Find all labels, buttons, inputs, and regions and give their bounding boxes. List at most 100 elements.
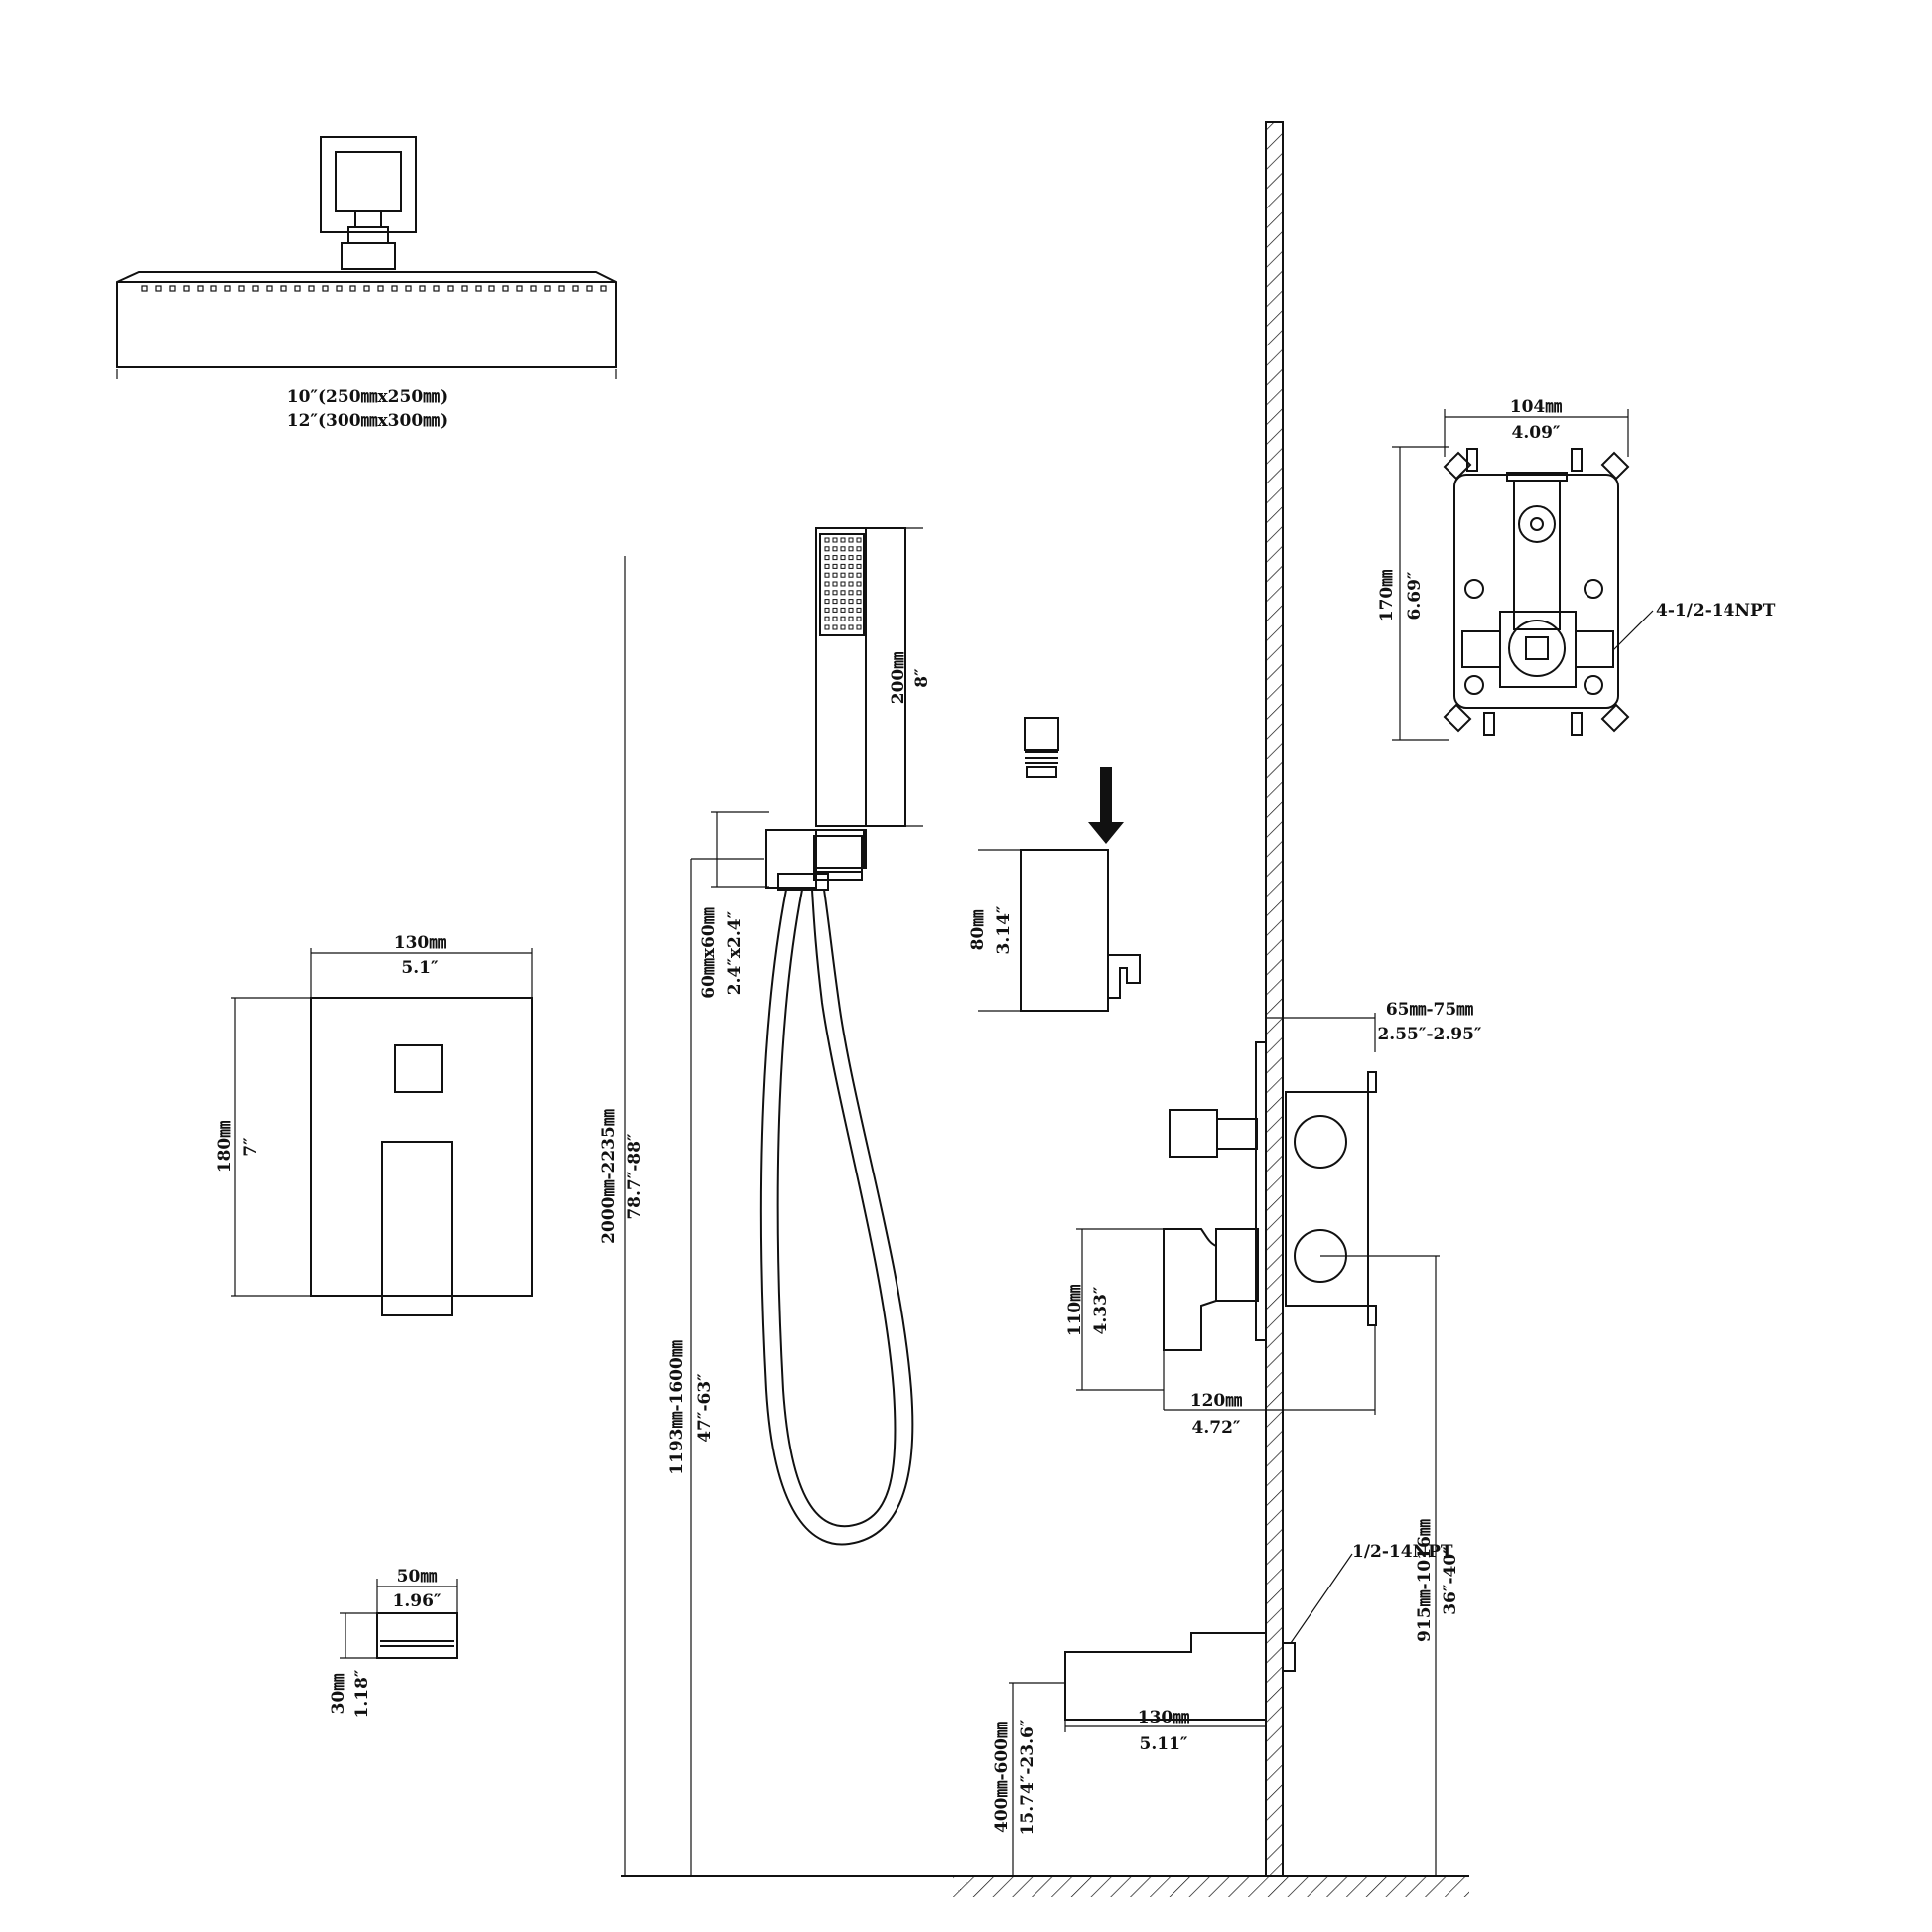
nozzle-mark bbox=[391, 285, 398, 292]
arrow-down-icon bbox=[1088, 767, 1124, 844]
spray-hole bbox=[856, 546, 862, 552]
spout-face-height-in-label: 1.18″ bbox=[352, 1669, 372, 1718]
spout-length-mm-label: 130㎜ bbox=[1138, 1708, 1190, 1727]
wall-depth-mm-label: 65㎜-75㎜ bbox=[1386, 1000, 1473, 1020]
valve-height-in-label: 36″-40″ bbox=[1441, 1546, 1460, 1615]
dimension-valve-height: 915㎜-1016㎜ 36″-40″ bbox=[1320, 1255, 1460, 1876]
nozzle-mark bbox=[405, 285, 412, 292]
nozzle-mark bbox=[141, 285, 148, 292]
nozzle-mark bbox=[544, 285, 551, 292]
shower-head-nozzles bbox=[141, 285, 607, 292]
spray-hole bbox=[840, 599, 846, 605]
spray-hole bbox=[856, 599, 862, 605]
spray-hole bbox=[856, 607, 862, 613]
nozzle-mark bbox=[322, 285, 329, 292]
spray-hole bbox=[832, 624, 838, 630]
handle-height-mm-label: 110㎜ bbox=[1065, 1285, 1085, 1337]
spray-hole bbox=[824, 599, 830, 605]
spray-hole bbox=[856, 572, 862, 578]
plate-width-mm-label: 130㎜ bbox=[394, 933, 447, 953]
valve-height-mm-label: 915㎜-1016㎜ bbox=[1415, 1519, 1435, 1642]
spray-hole bbox=[840, 546, 846, 552]
wall-section bbox=[1265, 121, 1284, 1877]
spray-hole bbox=[848, 572, 854, 578]
nozzle-mark bbox=[558, 285, 565, 292]
spray-hole bbox=[840, 616, 846, 621]
spray-hole bbox=[840, 590, 846, 596]
spray-hole bbox=[832, 563, 838, 569]
spray-hole bbox=[832, 555, 838, 561]
spray-hole bbox=[824, 537, 830, 543]
spray-hole bbox=[840, 581, 846, 587]
dimension-total-height: 2000㎜-2235㎜ 78.7″-88″ bbox=[599, 556, 645, 1876]
valve-rough-in-box bbox=[1443, 448, 1630, 736]
dimension-hand-mount-height: 1193㎜-1600㎜ 47″-63″ bbox=[667, 858, 764, 1876]
nozzle-mark bbox=[572, 285, 579, 292]
spout-face-width-mm-label: 50㎜ bbox=[397, 1567, 438, 1587]
nozzle-mark bbox=[502, 285, 509, 292]
hand-shower-spray-face bbox=[824, 537, 862, 630]
spray-hole bbox=[856, 590, 862, 596]
spray-hole bbox=[856, 624, 862, 630]
plate-height-mm-label: 180㎜ bbox=[215, 1121, 235, 1173]
shower-hose bbox=[759, 889, 914, 1546]
spout-face-height-mm-label: 30㎜ bbox=[329, 1674, 348, 1715]
head-size-12-label: 12″(300㎜x300㎜) bbox=[287, 411, 448, 431]
spray-hole bbox=[840, 624, 846, 630]
nozzle-mark bbox=[224, 285, 231, 292]
spray-hole bbox=[856, 581, 862, 587]
valve-side-view bbox=[1163, 1041, 1377, 1351]
dimension-spout-face: 50㎜ 1.96″ 30㎜ 1.18″ bbox=[329, 1567, 458, 1719]
spray-hole bbox=[848, 555, 854, 561]
spray-hole bbox=[840, 563, 846, 569]
floor-line bbox=[621, 1875, 1469, 1897]
spray-hole bbox=[832, 581, 838, 587]
spray-hole bbox=[856, 563, 862, 569]
dimension-handle-height: 110㎜ 4.33″ bbox=[1065, 1228, 1165, 1410]
holder-mm-label: 60㎜x60㎜ bbox=[699, 907, 719, 998]
nozzle-mark bbox=[377, 285, 384, 292]
valve-depth-in-label: 4.72″ bbox=[1192, 1418, 1241, 1438]
spray-hole bbox=[832, 616, 838, 621]
tub-spout bbox=[1064, 1632, 1296, 1721]
spray-hole bbox=[840, 607, 846, 613]
nozzle-mark bbox=[308, 285, 315, 292]
nozzle-mark bbox=[252, 285, 259, 292]
spray-hole bbox=[824, 555, 830, 561]
nozzle-mark bbox=[600, 285, 607, 292]
nozzle-mark bbox=[447, 285, 454, 292]
spray-hole bbox=[832, 590, 838, 596]
hand-height-in-label: 8″ bbox=[912, 668, 932, 688]
spray-hole bbox=[848, 546, 854, 552]
nozzle-mark bbox=[210, 285, 217, 292]
spray-hole bbox=[848, 624, 854, 630]
hand-mount-in-label: 47″-63″ bbox=[695, 1373, 715, 1443]
wall-bracket bbox=[1020, 849, 1141, 1012]
spray-hole bbox=[824, 607, 830, 613]
nozzle-mark bbox=[488, 285, 495, 292]
spray-hole bbox=[824, 590, 830, 596]
nozzle-mark bbox=[294, 285, 301, 292]
spray-hole bbox=[848, 590, 854, 596]
hose-connector bbox=[1024, 717, 1059, 778]
spray-hole bbox=[848, 616, 854, 621]
handle-height-in-label: 4.33″ bbox=[1091, 1286, 1111, 1334]
hand-height-mm-label: 200㎜ bbox=[889, 652, 908, 705]
spout-length-in-label: 5.11″ bbox=[1140, 1734, 1188, 1754]
nozzle-mark bbox=[530, 285, 537, 292]
valve-depth-mm-label: 120㎜ bbox=[1190, 1391, 1243, 1411]
spray-hole bbox=[832, 572, 838, 578]
spout-face bbox=[376, 1612, 458, 1659]
box-width-in-label: 4.09″ bbox=[1512, 423, 1561, 443]
spray-hole bbox=[824, 572, 830, 578]
dimension-hand-shower: 200㎜ 8″ 60㎜x60㎜ 2.4″x2.4″ bbox=[699, 527, 932, 999]
hand-shower bbox=[765, 527, 906, 891]
total-height-in-label: 78.7″-88″ bbox=[625, 1133, 645, 1220]
trim-plate bbox=[310, 997, 533, 1316]
box-height-mm-label: 170㎜ bbox=[1377, 570, 1397, 622]
spray-hole bbox=[856, 537, 862, 543]
spray-hole bbox=[832, 537, 838, 543]
nozzle-mark bbox=[155, 285, 162, 292]
spout-height-in-label: 15.74″-23.6″ bbox=[1018, 1719, 1037, 1835]
